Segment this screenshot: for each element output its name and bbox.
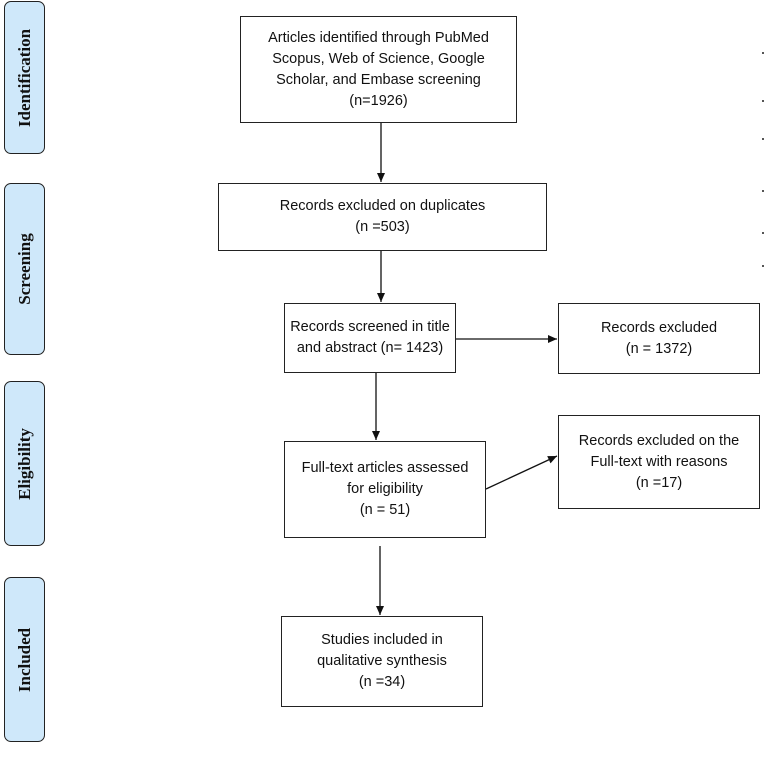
box-excluded-fulltext-count: (n =17) [635,474,683,491]
box-fulltext: Full-text articles assessed for eligibil… [284,441,486,538]
box-identified-line: Scopus, Web of Science, Google [272,50,485,67]
box-excluded-count: (n = 1372) [625,340,693,357]
phase-screening: Screening [4,183,45,355]
box-fulltext-line: for eligibility [347,481,423,497]
box-identified: Articles identified through PubMed Scopu… [240,16,517,123]
box-fulltext-count: (n = 51) [359,502,411,518]
phase-identification: Identification [4,1,45,154]
box-excluded-fulltext-line: Records excluded on the [578,432,740,449]
phase-eligibility: Eligibility [4,381,45,546]
box-excluded-fulltext: Records excluded on the Full-text with r… [558,415,760,509]
phase-screening-label: Screening [14,233,34,305]
edge-artifact-marks [759,0,767,759]
box-fulltext-line: Full-text articles assessed [301,460,469,476]
box-excluded-line: Records excluded [600,319,718,336]
box-identified-count: (n=1926) [349,92,408,109]
phase-identification-label: Identification [14,28,34,127]
phase-included: Included [4,577,45,742]
box-identified-line: Scholar, and Embase screening [276,71,481,88]
box-included-line: Studies included in [321,632,443,648]
box-excluded-fulltext-line: Full-text with reasons [590,453,728,470]
box-screened: Records screened in title and abstract (… [284,303,456,373]
arrow-fulltext-to-excluded-fulltext [485,455,558,490]
box-included: Studies included in qualitative synthesi… [281,616,483,707]
box-identified-line: Articles identified through PubMed [268,29,489,46]
box-screened-line: and abstract (n= 1423) [296,340,444,356]
box-excluded: Records excluded (n = 1372) [558,303,760,374]
box-screened-line: Records screened in title [290,319,450,335]
box-duplicates: Records excluded on duplicates (n =503) [218,183,547,251]
box-duplicates-line: Records excluded on duplicates [279,198,486,214]
phase-eligibility-label: Eligibility [14,427,34,500]
phase-included-label: Included [14,627,34,692]
box-included-count: (n =34) [358,674,406,690]
box-duplicates-count: (n =503) [355,219,410,235]
box-included-line: qualitative synthesis [317,653,447,669]
